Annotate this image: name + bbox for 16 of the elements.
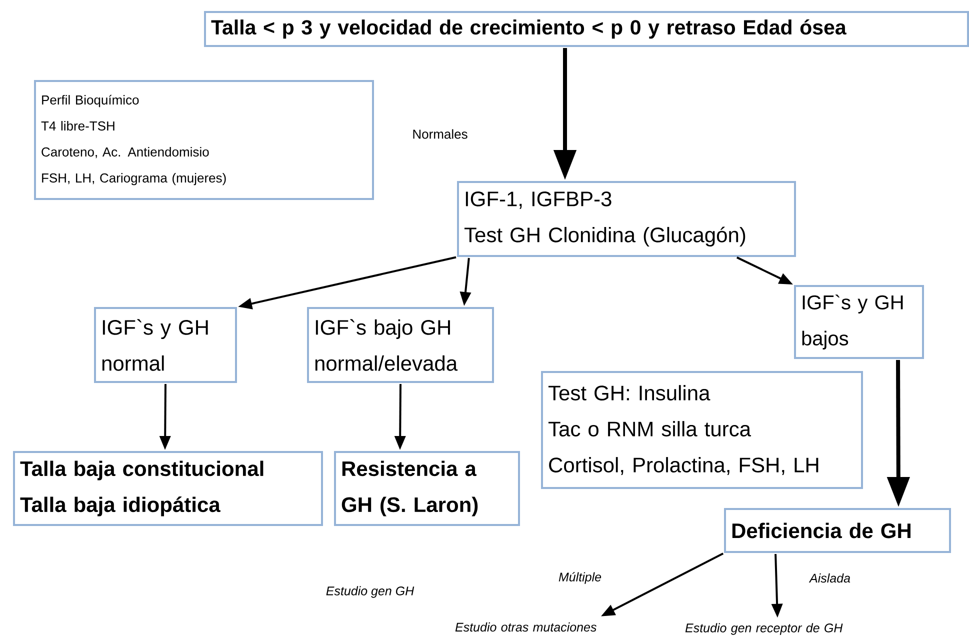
title-box: Talla < p 3 y velocidad de crecimiento < p 0 y retraso Edad ósea: [204, 11, 969, 47]
process-box: Perfil Bioquímico T4 libre-TSH Caroteno, Ac. Antiendomisio FSH, LH, Cariograma (mujeres): [34, 80, 374, 200]
process-box: IGF`s y GH bajos: [794, 285, 924, 359]
result-text: Estudio otras mutaciones: [455, 622, 596, 632]
process-box: Test GH: Insulina Tac o RNM silla turca Cortisol, Prolactina, FSH, LH: [541, 371, 863, 489]
note-text: Estudio gen GH: [326, 586, 414, 598]
outcome-box: Resistencia a GH (S. Laron): [334, 451, 520, 526]
edge-label: Múltiple: [558, 572, 602, 584]
outcome-box: Talla baja constitucional Talla baja idiopática: [13, 451, 323, 526]
note-text: Normales: [413, 129, 468, 139]
result-text: Estudio gen receptor de GH: [685, 623, 843, 635]
process-box: IGF`s y GH normal: [94, 307, 237, 383]
process-box: IGF`s bajo GH normal/elevada: [307, 307, 494, 383]
edge-label: Aislada: [808, 573, 850, 583]
process-box: IGF-1, IGFBP-3 Test GH Clonidina (Glucagón): [457, 181, 796, 257]
outcome-box: Deficiencia de GH: [724, 508, 952, 553]
